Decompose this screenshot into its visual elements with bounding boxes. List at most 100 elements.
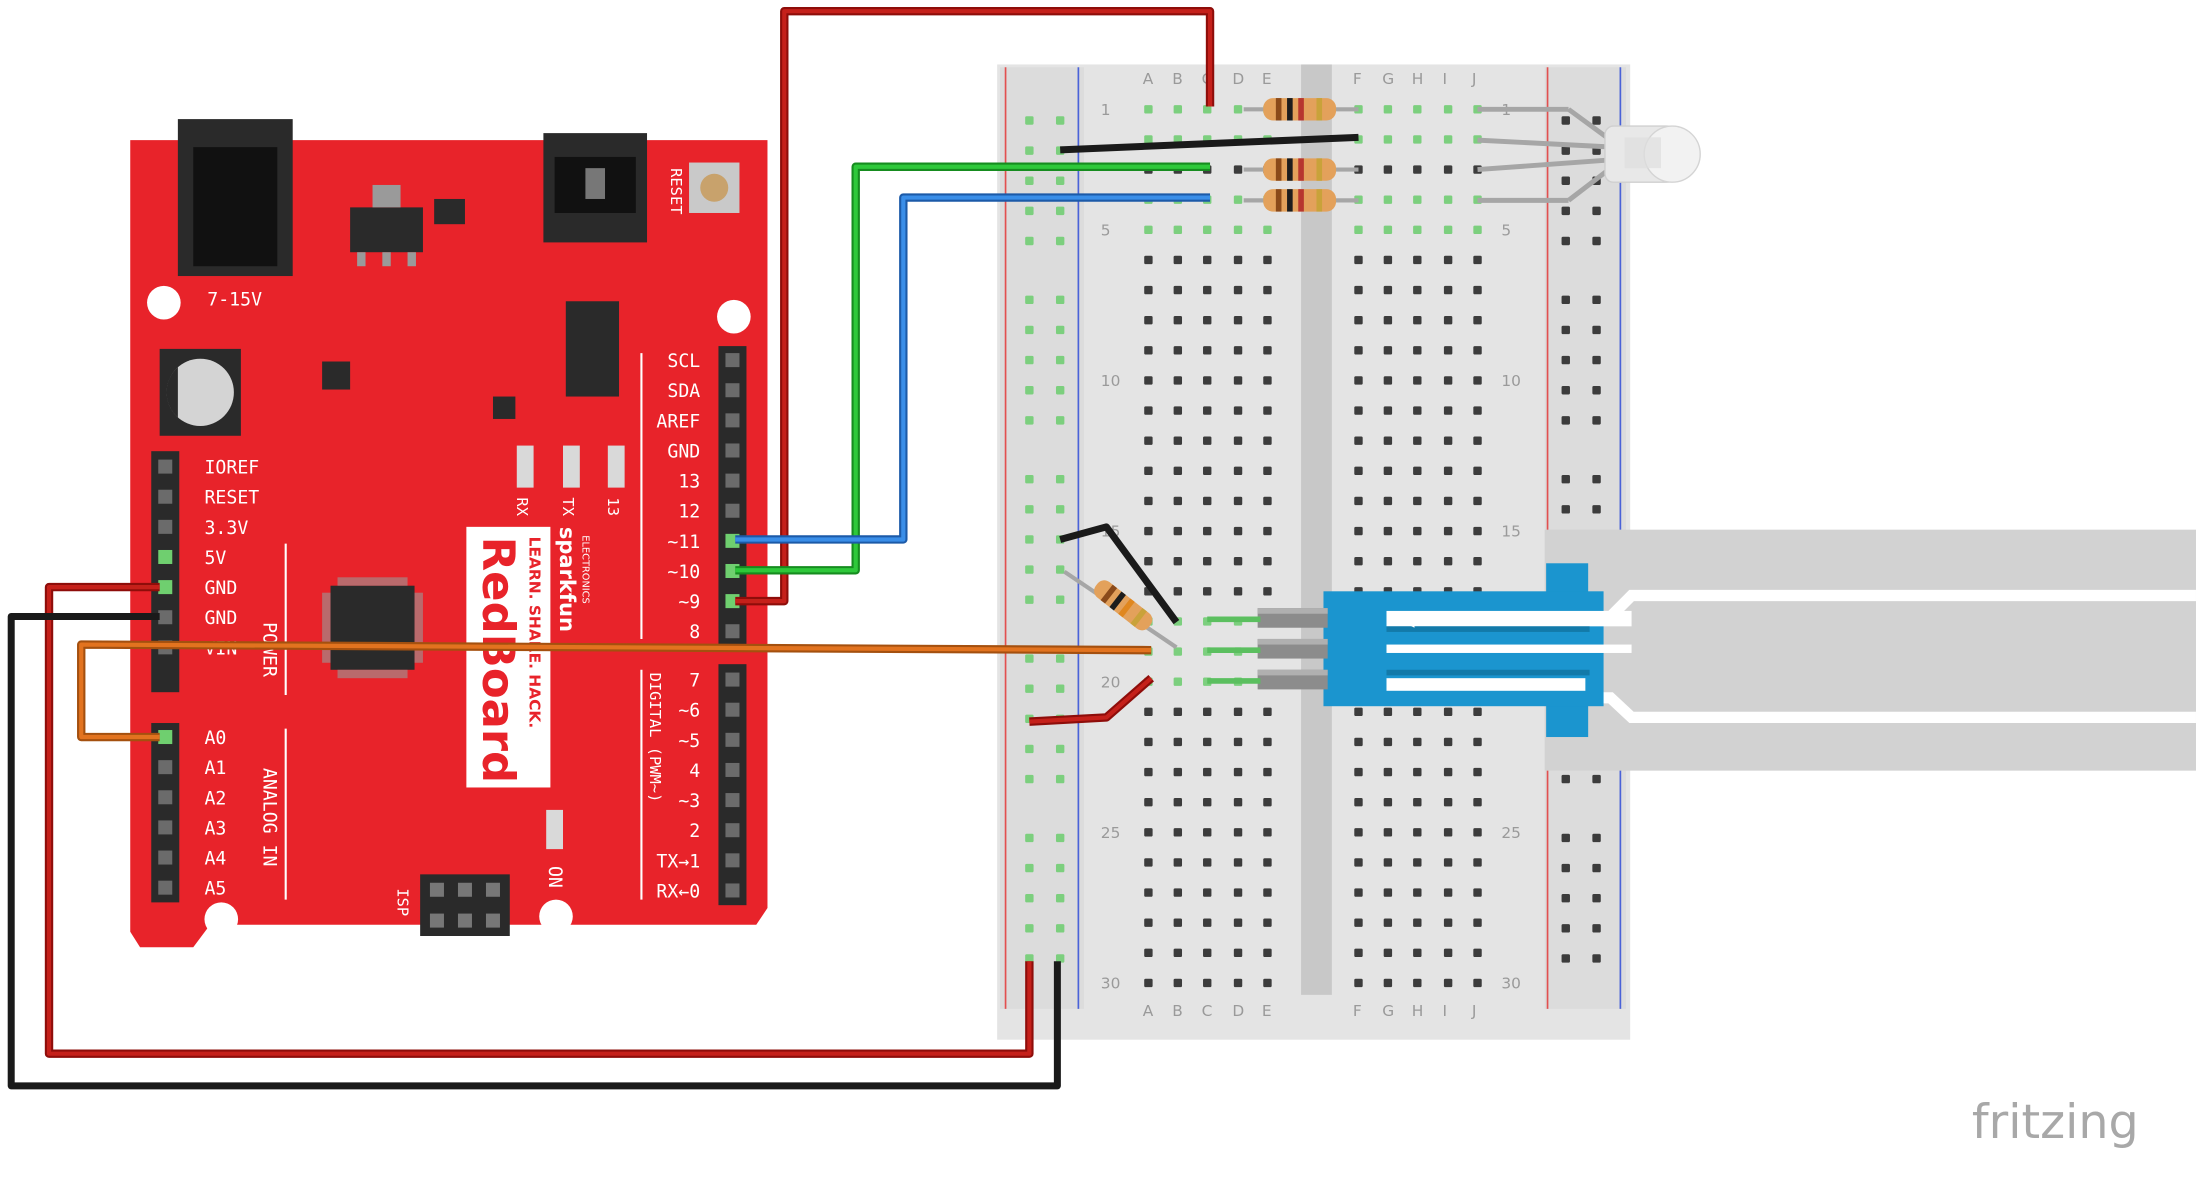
pin1-marker-icon [1397,610,1415,628]
breadboard-hole [1233,888,1243,897]
rail-hole [1025,954,1034,963]
breadboard-hole [1144,888,1153,897]
breadboard-hole [1144,556,1153,566]
rail-hole [1592,863,1601,873]
rail-hole [1561,146,1570,155]
analog-pin-label: A4 [204,849,226,870]
flex-sensor-strip [1544,529,2196,771]
breadboard-hole [1443,496,1453,506]
rail-hole [1561,924,1570,933]
rail-hole [1025,416,1034,425]
breadboard-hole [1354,406,1363,415]
rail-hole [1592,236,1601,246]
rail-hole [1025,325,1034,335]
rail-hole [1561,325,1570,335]
breadboard-hole [1203,496,1212,506]
breadboard-hole [1413,888,1422,897]
breadboard-hole [1203,707,1212,717]
tx-led [563,445,580,488]
breadboard-hole [1144,737,1153,747]
header-pin [725,883,740,898]
rail-hole [1055,386,1065,395]
breadboard-hole [1413,556,1422,566]
rail-hole [1592,833,1601,843]
column-label: J [1471,70,1477,88]
breadboard-hole [1233,376,1243,385]
breadboard-hole [1473,767,1482,777]
breadboard-hole [1233,466,1243,476]
breadboard-hole [1233,828,1243,837]
breadboard-hole [1354,315,1363,325]
breadboard-hole [1173,346,1183,355]
rail-hole [1592,774,1601,784]
breadboard-hole [1173,466,1183,476]
breadboard-hole [1144,376,1153,385]
breadboard-hole [1173,737,1183,747]
digital-pin-label: 2 [689,821,700,842]
breadboard-hole [1144,466,1153,476]
breadboard-hole [1443,737,1453,747]
breadboard-hole [1443,918,1453,927]
column-label: I [1443,1002,1448,1020]
breadboard-hole [1443,376,1453,385]
breadboard-hole [1203,948,1212,958]
breadboard-hole [1144,346,1153,355]
breadboard-hole [1263,797,1272,807]
rail-hole [1592,954,1601,963]
wire-black-gnd [7,613,1061,1090]
rail-hole [1561,893,1570,903]
breadboard-hole [1383,828,1393,837]
breadboard-hole [1203,767,1212,777]
digital-pin-label: ~9 [678,592,700,613]
breadboard-hole [1383,526,1393,536]
usb-chip [565,301,620,397]
header-pin [725,702,740,717]
breadboard-hole [1173,526,1183,536]
analog-pin-label: A1 [204,758,226,779]
rail-hole [1025,744,1034,754]
breadboard-hole [1173,406,1183,415]
breadboard-hole [1173,858,1183,867]
breadboard-hole [1383,858,1393,867]
breadboard-hole [1413,828,1422,837]
breadboard-hole [1203,587,1212,596]
breadboard-hole [1173,285,1183,295]
wire-black-led [1060,133,1359,154]
breadboard-hole [1203,346,1212,355]
digital-pin-label: SCL [667,351,700,372]
breadboard-hole [1263,526,1272,536]
digital-pin-label: AREF [656,411,700,432]
breadboard-hole [1413,315,1422,325]
breadboard-hole [1383,346,1393,355]
digital-pin-label: RX←0 [656,881,700,902]
rx-led-label: RX [513,497,531,516]
breadboard-hole [1203,556,1212,566]
header-pin [725,503,740,518]
breadboard-hole [1144,797,1153,807]
breadboard-hole [1443,225,1453,235]
tx-led-label: TX [559,497,577,516]
column-label: I [1443,70,1448,88]
breadboard-hole [1473,255,1482,265]
row-label: 15 [1501,523,1521,541]
breadboard-hole [1263,888,1272,897]
header-pin [158,730,173,745]
rail-hole [1561,774,1570,784]
column-label: D [1232,1002,1244,1020]
rail-hole [1561,863,1570,873]
resistor [1263,98,1337,121]
breadboard-hole [1144,496,1153,506]
breadboard-hole [1413,376,1422,385]
breadboard-hole [1473,406,1482,415]
breadboard-hole [1263,466,1272,476]
product-name: RedBoard [472,537,525,783]
breadboard-hole [1413,225,1422,235]
breadboard-hole [1443,165,1453,174]
column-label: E [1262,70,1272,88]
rail-hole [1561,954,1570,963]
breadboard-hole [1354,556,1363,566]
rail-hole [1025,893,1034,903]
digital-pin-label: 8 [689,622,700,643]
breadboard-hole [1173,978,1183,988]
breadboard-hole [1233,346,1243,355]
